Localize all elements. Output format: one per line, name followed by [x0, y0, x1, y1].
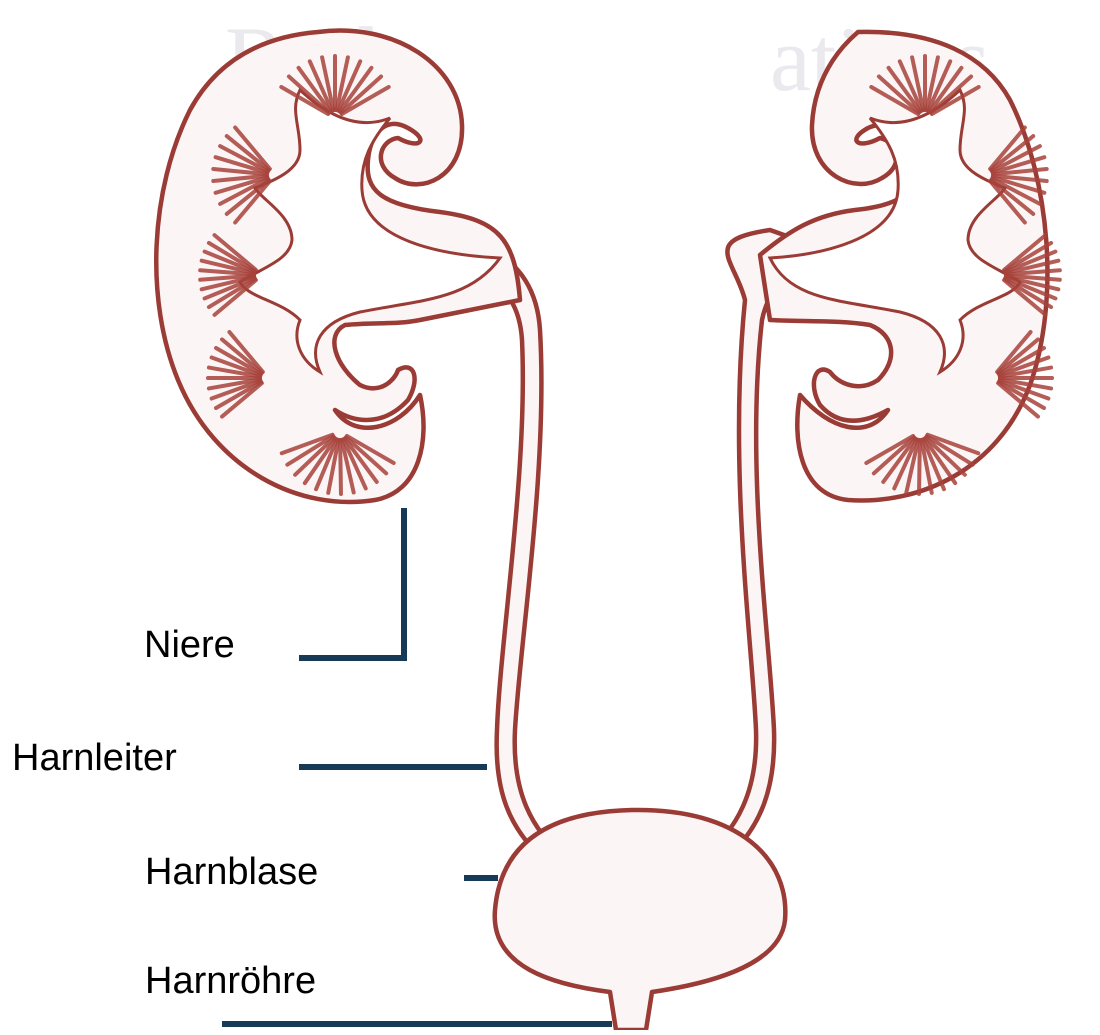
bladder: [495, 810, 786, 1030]
leader-line-niere: [299, 508, 404, 658]
left-kidney-ray: [340, 440, 341, 494]
label-niere: Niere: [144, 626, 235, 664]
right-kidney-ray: [919, 440, 920, 494]
label-harnleiter: Harnleiter: [12, 739, 177, 777]
right-ureter: [700, 230, 840, 866]
left-kidney: [156, 31, 520, 502]
label-harnroehre: Harnröhre: [145, 962, 316, 1000]
label-harnblase: Harnblase: [145, 853, 318, 891]
